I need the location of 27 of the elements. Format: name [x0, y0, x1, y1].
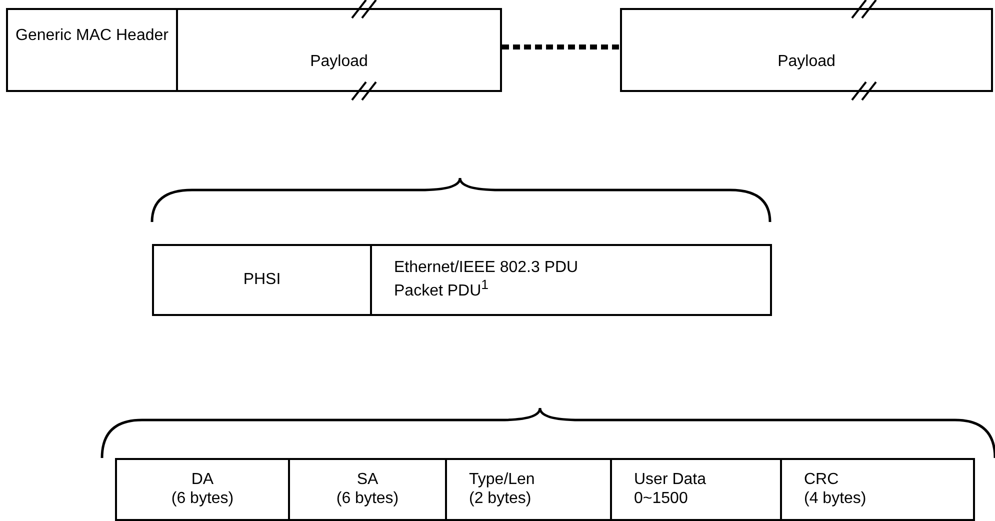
- dotted-connector: [502, 44, 620, 50]
- field-label: PHSI: [243, 270, 281, 290]
- field-label: CRC: [804, 471, 839, 490]
- field-detail: (6 bytes): [336, 490, 399, 508]
- payload-field: [176, 8, 502, 92]
- field-detail: 0~1500: [634, 490, 688, 508]
- field-label: Payload: [310, 52, 368, 72]
- field-label: Payload: [778, 52, 836, 72]
- pdu-field: [370, 244, 772, 316]
- payload-field: [620, 8, 993, 92]
- byte-field: [445, 458, 612, 521]
- header-field: [6, 8, 178, 92]
- header-field: [152, 244, 372, 316]
- field-detail: Packet PDU$^{1}$: [394, 277, 489, 302]
- field-detail: (4 bytes): [804, 490, 866, 508]
- byte-field: [780, 458, 975, 521]
- field-label: Ethernet/IEEE 802.3 PDU: [394, 258, 578, 278]
- field-detail: (2 bytes): [469, 490, 532, 508]
- byte-field: [115, 458, 290, 521]
- field-label: User Data: [634, 471, 706, 490]
- field-label: DA: [191, 471, 214, 490]
- field-detail: (6 bytes): [171, 490, 234, 508]
- field-label: Type/Len: [469, 471, 535, 490]
- byte-field: [288, 458, 447, 521]
- byte-field: [610, 458, 782, 521]
- field-label: SA: [356, 471, 378, 490]
- field-label: Generic MAC Header: [16, 26, 168, 46]
